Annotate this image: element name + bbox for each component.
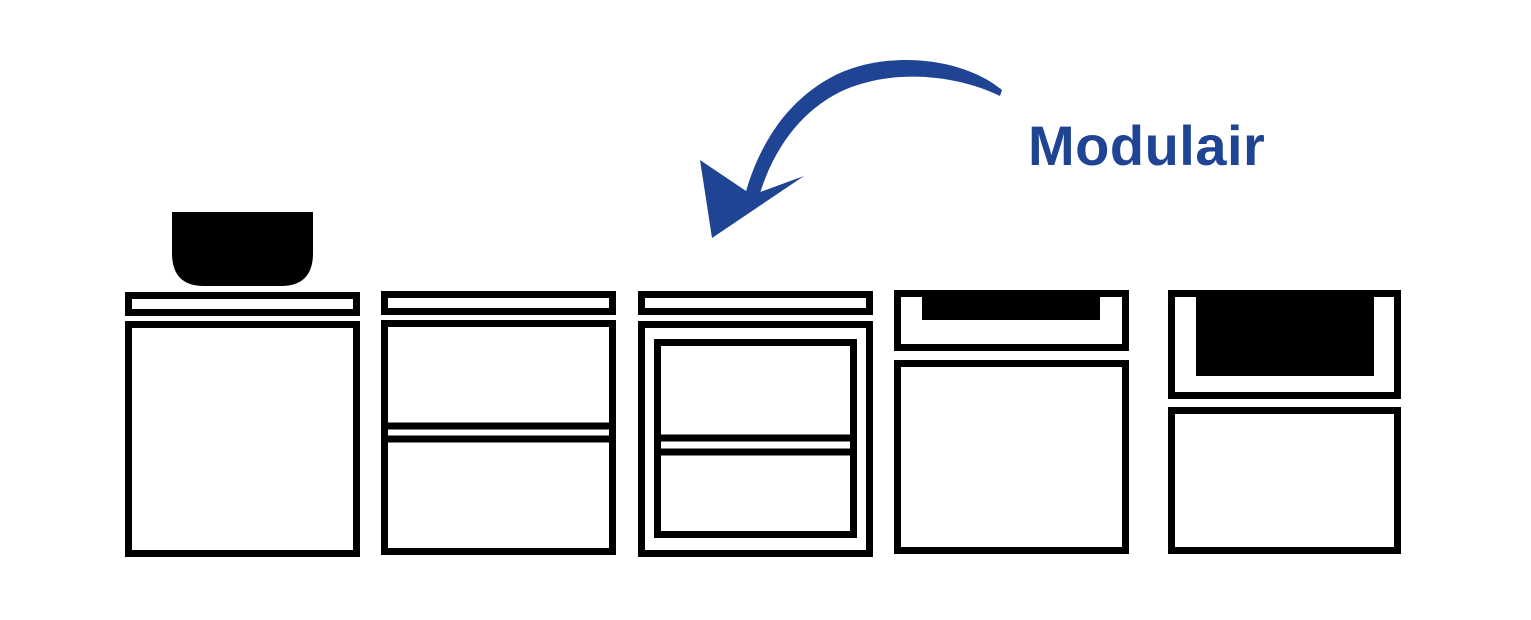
module-4-basin [922, 293, 1100, 320]
module-5 [1168, 290, 1401, 554]
module-3-countertop [638, 291, 873, 315]
module-2-countertop [381, 291, 616, 315]
arrow-shaft [745, 59, 1002, 200]
module-5-cabinet [1168, 407, 1401, 554]
module-1 [125, 212, 360, 557]
curved-arrow-icon [700, 59, 1002, 238]
module-3-cabinet [638, 321, 873, 557]
module-1-cabinet [125, 321, 360, 557]
module-1-basin [172, 212, 313, 286]
module-1-countertop [125, 292, 360, 316]
module-3 [638, 291, 873, 557]
module-4 [894, 290, 1129, 554]
modulair-label: Modulair [1028, 114, 1266, 177]
module-2 [381, 291, 616, 555]
module-4-cabinet [894, 360, 1129, 554]
arrow-head [700, 160, 804, 238]
module-5-basin [1196, 293, 1374, 376]
